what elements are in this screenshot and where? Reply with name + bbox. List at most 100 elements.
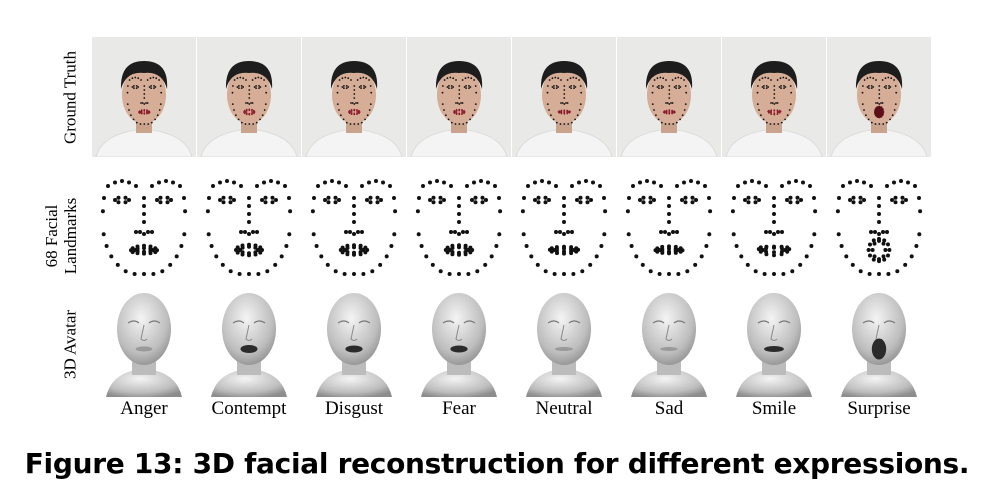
photo-landmark-dot: [763, 85, 765, 87]
photo-landmark-dot: [671, 79, 674, 81]
landmark-dot: [753, 269, 758, 274]
landmark-dot: [438, 195, 443, 200]
landmark-dot: [384, 254, 389, 259]
photo-landmark-dot: [253, 86, 256, 88]
photo-landmark-dot: [568, 86, 571, 88]
landmark-dot: [239, 184, 243, 188]
photo-landmark-dot: [473, 109, 476, 111]
landmark-dot: [247, 232, 251, 236]
landmark-dot: [316, 184, 320, 188]
landmark-dot: [207, 196, 211, 200]
landmark-dot: [779, 249, 784, 254]
photo-landmark-dot: [448, 87, 450, 89]
expression-label-anger: Anger: [120, 398, 168, 419]
photo-landmark-dot: [366, 114, 369, 117]
photo-landmark-dot: [555, 85, 558, 87]
landmark-dot: [736, 184, 740, 188]
landmark-dot: [326, 200, 331, 205]
photo-landmark-dot: [563, 103, 566, 105]
landmark-dot: [562, 212, 566, 216]
landmark-dot: [760, 248, 765, 252]
landmark-dot: [494, 244, 499, 248]
landmark-dot: [449, 230, 453, 234]
landmark-dot: [764, 230, 768, 234]
figure: Ground Truth 68 Facial Landmarks 3D Avat…: [42, 37, 931, 419]
landmark-dot: [209, 244, 214, 248]
photo-landmark-dot: [758, 109, 760, 111]
landmark-dot: [641, 195, 646, 200]
row-label-landmarks: 68 Facial Landmarks: [42, 176, 80, 296]
photo-landmark-dot: [776, 110, 779, 113]
photo-landmark-dot: [462, 123, 465, 125]
photo-landmark-dot: [888, 87, 890, 89]
landmark-dot: [150, 184, 154, 188]
photo-landmark-dot: [353, 123, 356, 125]
landmark-dot: [762, 272, 767, 276]
landmark-dot: [520, 209, 525, 214]
photo-landmark-dot: [671, 102, 674, 104]
photo-landmark-dot: [458, 103, 461, 105]
photo-landmark-dot: [768, 109, 770, 112]
landmark-dot: [123, 269, 128, 274]
landmark-dot: [240, 245, 245, 250]
landmark-dot: [638, 198, 642, 202]
landmark-dot: [873, 230, 877, 234]
photo-landmark-dot: [789, 103, 792, 105]
photo-landmark-dot: [353, 89, 356, 91]
photo-landmark-dot: [768, 111, 771, 113]
photo-landmark-dot: [442, 85, 444, 87]
photo-landmark-dot: [253, 112, 255, 115]
photo-landmark-dot: [338, 109, 340, 111]
photo-landmark-dot: [566, 110, 569, 113]
landmark-dot: [580, 269, 585, 274]
photo-landmark-dot: [578, 109, 581, 111]
photo-landmark-dot: [475, 91, 478, 94]
avatar-nose: [560, 324, 568, 341]
landmark-dot: [470, 198, 474, 202]
landmark-dot: [869, 230, 873, 234]
avatar-shoulders: [106, 369, 182, 397]
photo-landmark-dot: [776, 102, 779, 104]
photo-landmark-dot: [244, 123, 247, 125]
avatar-left-eye: [652, 320, 665, 324]
landmark-dot: [746, 200, 751, 205]
photo-landmark-dot: [140, 110, 143, 113]
photo-landmark-dot: [143, 85, 146, 87]
landmark-dot: [465, 184, 469, 188]
landmark-dot: [659, 230, 663, 234]
photo-landmark-dot: [878, 85, 881, 87]
landmark-dot: [352, 212, 356, 216]
avatar-right-eye: [673, 320, 686, 324]
avatar-left-eye: [232, 320, 245, 324]
landmark-dot: [836, 232, 841, 237]
landmark-dot: [457, 196, 461, 200]
photo-landmark-dot: [559, 123, 562, 125]
photo-landmark-dot: [357, 123, 360, 125]
landmark-dot: [342, 272, 347, 276]
landmark-dot: [772, 220, 776, 224]
photo-landmark-dot: [861, 91, 864, 94]
photo-landmark-dot: [788, 79, 790, 81]
landmark-dot: [239, 230, 243, 234]
photo-landmark-dot: [674, 77, 677, 80]
photo-landmark-dot: [572, 76, 575, 79]
photo-landmark-dot: [237, 118, 240, 121]
photo-landmark-dot: [893, 109, 896, 111]
landmark-dot: [648, 200, 653, 205]
landmark-dot: [848, 198, 852, 202]
landmark-dot: [667, 249, 671, 254]
landmark-dot: [365, 198, 369, 202]
photo-landmark-dot: [342, 118, 345, 121]
photo-landmark-dot: [447, 118, 450, 121]
ground-truth-photo-neutral: [512, 37, 616, 157]
photo-landmark-dot: [458, 89, 461, 91]
landmark-dot: [375, 200, 380, 205]
photo-landmark-dot: [653, 109, 655, 111]
photo-landmark-dot: [665, 102, 667, 104]
landmark-dot: [696, 180, 700, 185]
avatar-right-eye: [358, 320, 371, 324]
landmark-dot: [794, 179, 798, 183]
landmark-dot: [311, 232, 316, 237]
photo-landmark-dot: [126, 103, 129, 105]
photo-landmark-dot: [770, 110, 772, 113]
